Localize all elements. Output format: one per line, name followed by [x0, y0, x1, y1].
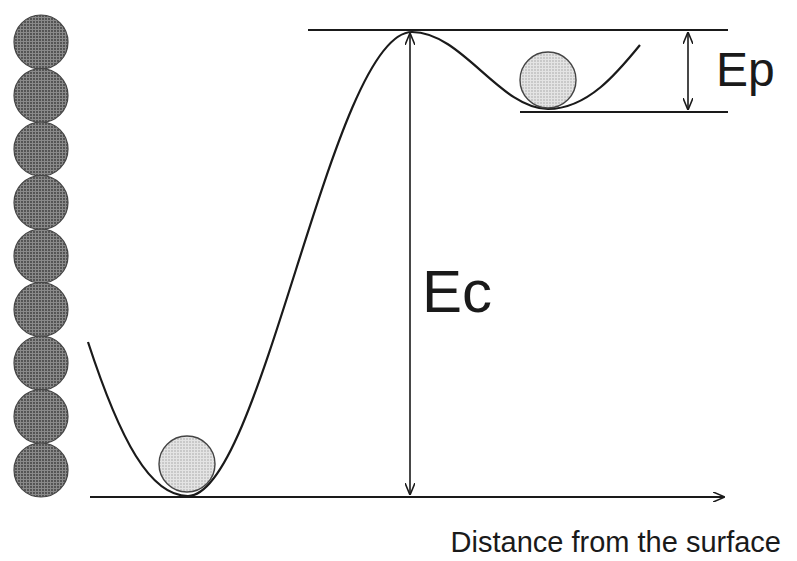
- surface-atoms: [14, 15, 68, 497]
- barrier-level-line: [308, 29, 728, 31]
- ec-arrow: [409, 34, 411, 494]
- axis-label: Distance from the surface: [451, 528, 781, 557]
- chemisorbed-atom: [159, 436, 215, 492]
- physisorbed-atom: [520, 52, 576, 108]
- physisorption-level-line: [520, 111, 728, 113]
- ep-arrow: [687, 33, 689, 109]
- energy-label: Ep: [716, 46, 775, 94]
- potential-curve: [88, 32, 640, 496]
- energy-label: Ec: [422, 262, 492, 322]
